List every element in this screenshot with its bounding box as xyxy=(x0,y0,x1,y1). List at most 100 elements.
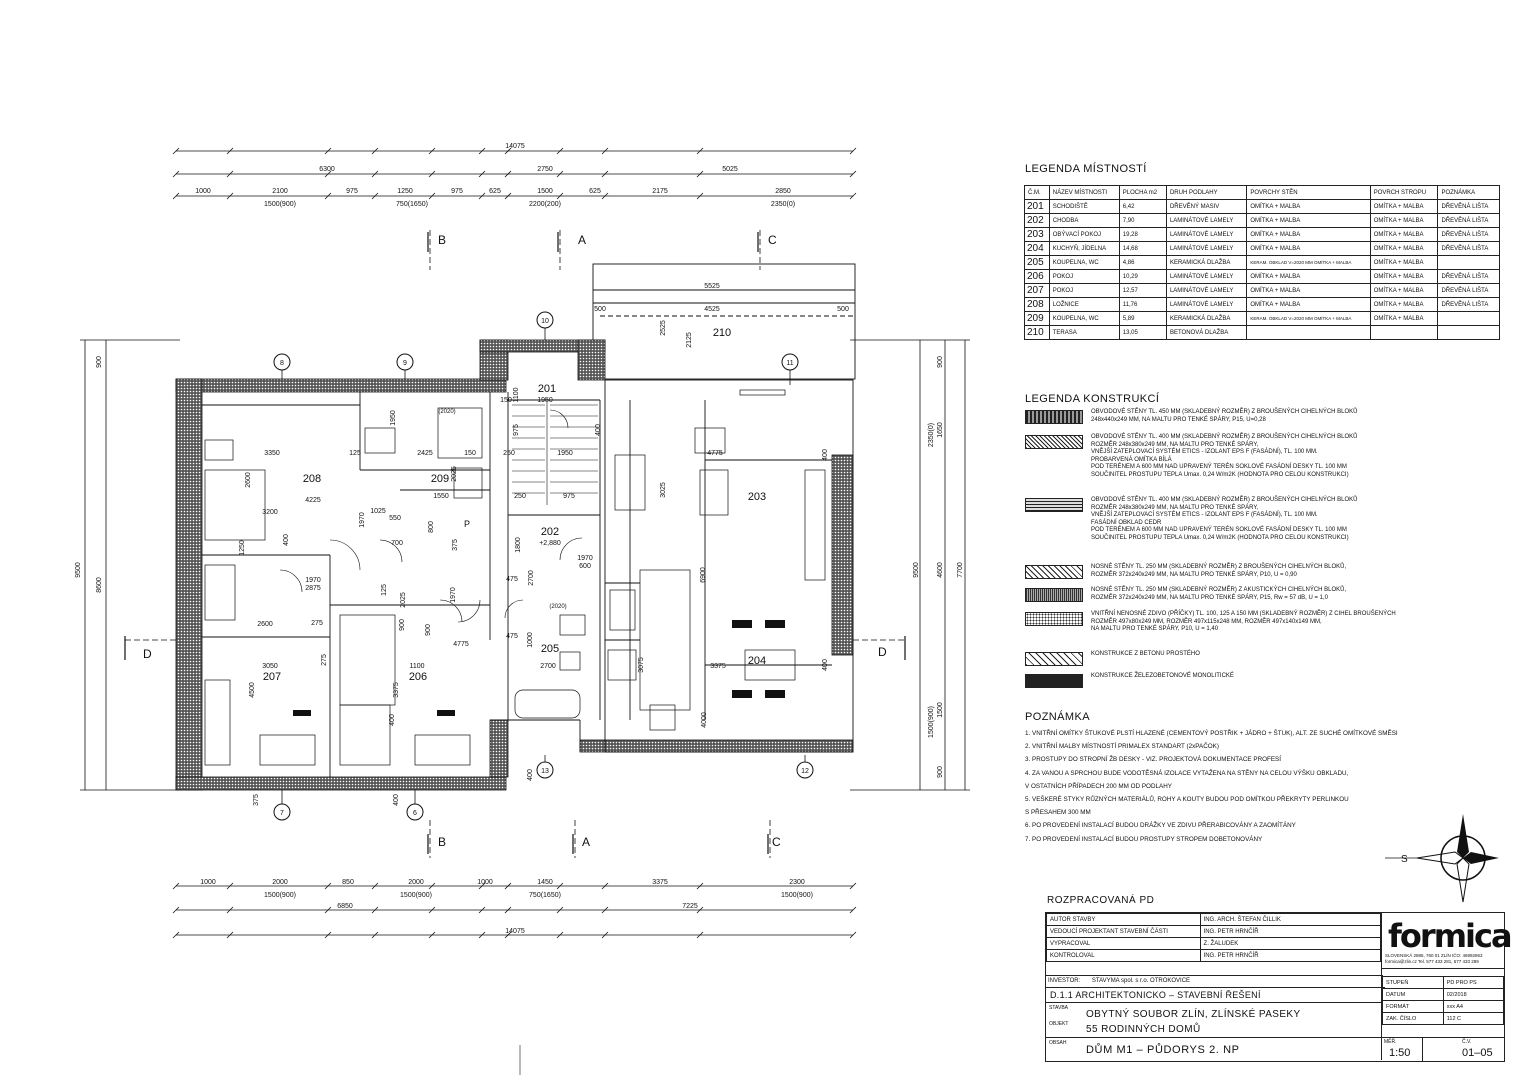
room-legend-cell: 13,05 xyxy=(1118,325,1167,340)
svg-text:8: 8 xyxy=(280,360,284,367)
dim-label: 975 xyxy=(346,188,358,195)
stavba-label: STAVBA xyxy=(1049,1005,1068,1011)
construction-swatch xyxy=(1025,410,1083,424)
dim-label: 2425 xyxy=(417,450,433,457)
dim-label: 600 xyxy=(579,563,591,570)
room-legend-cell: OMÍTKA + MALBA xyxy=(1246,213,1371,228)
dim-label: 2000 xyxy=(408,879,424,886)
company-logo: formica xyxy=(1388,917,1513,955)
room-legend-cell: DŘEVĚNÁ LIŠTA xyxy=(1437,297,1500,312)
note-item: 7. PO PROVEDENÍ INSTALACÍ BUDOU PROSTUPY… xyxy=(1025,835,1263,843)
dim-label: 6900 xyxy=(700,567,707,583)
room-number: 201 xyxy=(538,383,556,395)
section-marks: B A C B A C D D xyxy=(143,233,887,849)
room-number: 203 xyxy=(748,491,766,503)
dim-label: 975 xyxy=(563,493,575,500)
dim-label: 375 xyxy=(452,539,459,551)
dim-label: 475 xyxy=(506,576,518,583)
axis-marker: 10 xyxy=(536,311,554,329)
dim-label: 2300 xyxy=(789,879,805,886)
dim-label: 2700 xyxy=(540,663,556,670)
note-item: 3. PROSTUPY DO STROPNÍ ŽB DESKY - VIZ. P… xyxy=(1025,756,1282,764)
chairs xyxy=(293,620,785,716)
title-block-heading: ROZPRACOVANÁ PD xyxy=(1047,895,1155,906)
dim-label: 1450 xyxy=(537,879,553,886)
dim-label: 1100 xyxy=(409,663,424,670)
dim-label: 2875 xyxy=(305,585,321,592)
company-logo-box: formica SLOVENSKÁ 2885, 760 01 ZLÍN IČO:… xyxy=(1381,913,1513,969)
svg-text:9: 9 xyxy=(403,360,407,367)
construction-description: OBVODOVÉ STĚNY TL. 400 MM (SKLADEBNÝ ROZ… xyxy=(1091,434,1358,478)
objekt-label: OBJEKT xyxy=(1049,1021,1069,1027)
role-label: KONTROLOVAL xyxy=(1046,949,1201,962)
note-item: V OSTATNÍCH PŘÍPADECH 200 MM OD PODLAHY xyxy=(1025,782,1172,790)
dim-label: 4225 xyxy=(305,497,321,504)
dim-label: 14075 xyxy=(505,143,525,150)
construction-swatch xyxy=(1025,498,1083,512)
dim-label: 1000 xyxy=(477,879,493,886)
dim-label: 7225 xyxy=(682,903,698,910)
dim-label: 150 xyxy=(464,450,476,457)
dim-label: 1970 xyxy=(305,577,321,584)
obsah-label: OBSAH xyxy=(1049,1040,1067,1046)
svg-text:13: 13 xyxy=(541,768,549,775)
note-item: 2. VNITŘNÍ MALBY MÍSTNOSTÍ PRIMALEX STAN… xyxy=(1025,743,1219,751)
meta-value: xxx A4 xyxy=(1442,1000,1505,1013)
dim-label: 900 xyxy=(425,624,432,636)
dim-label: 900 xyxy=(937,766,944,778)
note-item: 5. VEŠKERÉ STYKY RŮZNÝCH MATERIÁLŮ, ROHY… xyxy=(1025,796,1349,803)
room-number: 207 xyxy=(263,671,281,683)
dim-label: 2175 xyxy=(652,188,668,195)
dimension-labels: 14075 6300 2750 5025 1000 2100 975 1250 … xyxy=(195,143,849,935)
room-legend-cell: OMÍTKA + MALBA xyxy=(1369,297,1439,312)
dim-label: 2200(200) xyxy=(529,201,561,208)
room-legend-cell: 11,76 xyxy=(1118,297,1167,312)
person-name: ING. PETR HRNČÍŘ xyxy=(1199,925,1382,938)
room-legend-cell: POKOJ xyxy=(1048,269,1120,284)
note-item: 1. VNITŘNÍ OMÍTKY ŠTUKOVÉ PLSTÍ HLAZENÉ … xyxy=(1025,730,1398,737)
dim-label: 6300 xyxy=(319,166,335,173)
project-box: STAVBA OBJEKT OBYTNÝ SOUBOR ZLÍN, ZLÍNSK… xyxy=(1046,1002,1381,1037)
room-legend-cell: LAMINÁTOVÉ LAMELY xyxy=(1165,227,1248,242)
room-number: 208 xyxy=(303,473,321,485)
section-mark: A xyxy=(582,835,590,849)
axis-marker: 7 xyxy=(273,803,291,821)
svg-text:12: 12 xyxy=(801,768,809,775)
dim-label: 500 xyxy=(837,306,849,313)
dim-label: 5025 xyxy=(722,166,738,173)
room-legend-cell: DŘEVĚNÁ LIŠTA xyxy=(1437,227,1500,242)
dim-label: 2350(0) xyxy=(771,201,795,208)
room-number: 210 xyxy=(713,327,731,339)
investor-label: INVESTOR: xyxy=(1048,978,1081,984)
svg-text:7: 7 xyxy=(280,810,284,817)
compass-rose-icon: S xyxy=(1385,814,1499,903)
room-legend-cell: LAMINÁTOVÉ LAMELY xyxy=(1165,241,1248,256)
dim-label: 1500 xyxy=(537,188,553,195)
meta-value: 02/2018 xyxy=(1442,988,1505,1001)
dim-label: 1970 xyxy=(450,587,457,603)
dim-label: 3375 xyxy=(652,879,668,886)
document-part: D.1.1 ARCHITEKTONICKO – STAVEBNÍ ŘEŠENÍ xyxy=(1046,987,1385,1003)
tile-height-label: (2020) xyxy=(438,409,455,415)
dim-label: 3075 xyxy=(638,657,645,673)
construction-swatch xyxy=(1025,435,1083,449)
axis-marker: 6 xyxy=(406,803,424,821)
construction-swatch xyxy=(1025,588,1083,602)
section-mark: D xyxy=(878,645,887,659)
dim-label: 1000 xyxy=(200,879,216,886)
investor-value: STAVYMA spol. s r.o. OTROKOVICE xyxy=(1091,978,1191,984)
construction-description: OBVODOVÉ STĚNY TL. 400 MM (SKLADEBNÝ ROZ… xyxy=(1091,497,1358,541)
dim-label: 7700 xyxy=(957,562,964,578)
construction-swatch xyxy=(1025,652,1083,666)
dim-label: 2750 xyxy=(537,166,553,173)
